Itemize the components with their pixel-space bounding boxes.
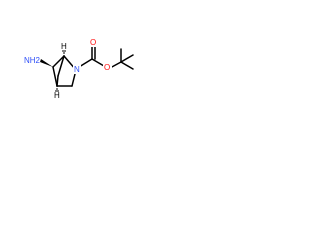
ester-oxygen-label-bg [103, 62, 112, 72]
molecule-canvas: N O O NH2 H H [0, 0, 152, 152]
hash-bond-h-top [62, 50, 66, 56]
bond-bridge-c4 [56, 75, 59, 87]
stereo-h-top-label: H [61, 42, 67, 51]
hash-bond-h-bottom [55, 86, 59, 92]
ring-nitrogen-label: N [74, 65, 80, 74]
ester-oxygen-label: O [104, 63, 110, 72]
wedge-bond-amine [40, 59, 53, 67]
amine-label: NH2 [24, 56, 41, 65]
stereo-h-bottom-label: H [54, 91, 60, 100]
bond-n-carbonyl [78, 58, 93, 68]
molecule-structure: N O O NH2 H H [24, 37, 134, 100]
carbonyl-oxygen-label: O [90, 38, 96, 47]
bond-tbu-methyl-right [120, 54, 134, 63]
carbonyl-oxygen-label-bg [89, 37, 98, 47]
bond-c1-bridge [57, 55, 65, 77]
bond-tbu-methyl-bottom [120, 61, 134, 70]
bond-ch-c4 [52, 66, 58, 87]
bond-c1-ch [52, 55, 65, 68]
nitrogen-label-bg [73, 64, 81, 74]
bond-carbonyl-oester [91, 58, 105, 67]
